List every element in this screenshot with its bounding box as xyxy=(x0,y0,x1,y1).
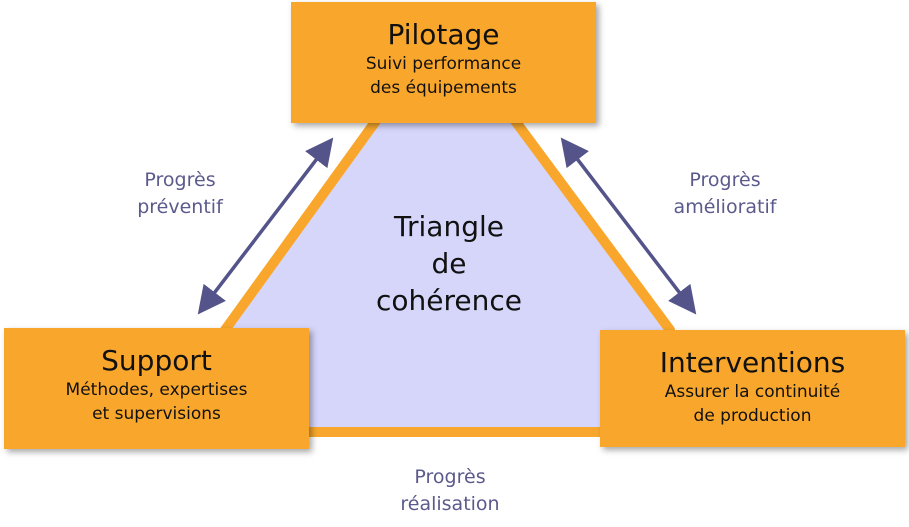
node-pilotage: Pilotage Suivi performance des équipemen… xyxy=(291,2,596,123)
edge-label-realisation: Progrès réalisation xyxy=(380,464,520,518)
node-support-line2: et supervisions xyxy=(92,404,221,424)
edge-bottom-line1: Progrès xyxy=(414,466,486,488)
edge-right-line1: Progrès xyxy=(689,169,761,191)
node-pilotage-line2: des équipements xyxy=(370,78,517,98)
edge-bottom-line2: réalisation xyxy=(400,493,500,515)
node-interventions-line2: de production xyxy=(693,406,812,426)
triangle-center-label: Triangle de cohérence xyxy=(349,208,549,319)
edge-left-line2: préventif xyxy=(137,196,223,218)
center-line1: Triangle xyxy=(394,210,504,243)
arrow-preventif xyxy=(197,137,334,315)
node-pilotage-title: Pilotage xyxy=(387,18,500,51)
node-interventions-line1: Assurer la continuité xyxy=(664,382,841,402)
edge-label-preventif: Progrès préventif xyxy=(115,167,245,221)
node-support-title: Support xyxy=(101,344,212,377)
center-line3: cohérence xyxy=(376,284,522,317)
node-interventions: Interventions Assurer la continuité de p… xyxy=(600,330,905,447)
node-support-line1: Méthodes, expertises xyxy=(65,380,248,400)
node-interventions-title: Interventions xyxy=(659,346,846,379)
edge-left-line1: Progrès xyxy=(144,169,216,191)
edge-label-amelioratif: Progrès amélioratif xyxy=(650,167,800,221)
node-support: Support Méthodes, expertises et supervis… xyxy=(4,328,309,449)
edge-right-line2: amélioratif xyxy=(673,196,777,218)
arrow-amelioratif xyxy=(560,137,697,315)
node-pilotage-line1: Suivi performance xyxy=(365,54,522,74)
center-line2: de xyxy=(431,247,467,280)
